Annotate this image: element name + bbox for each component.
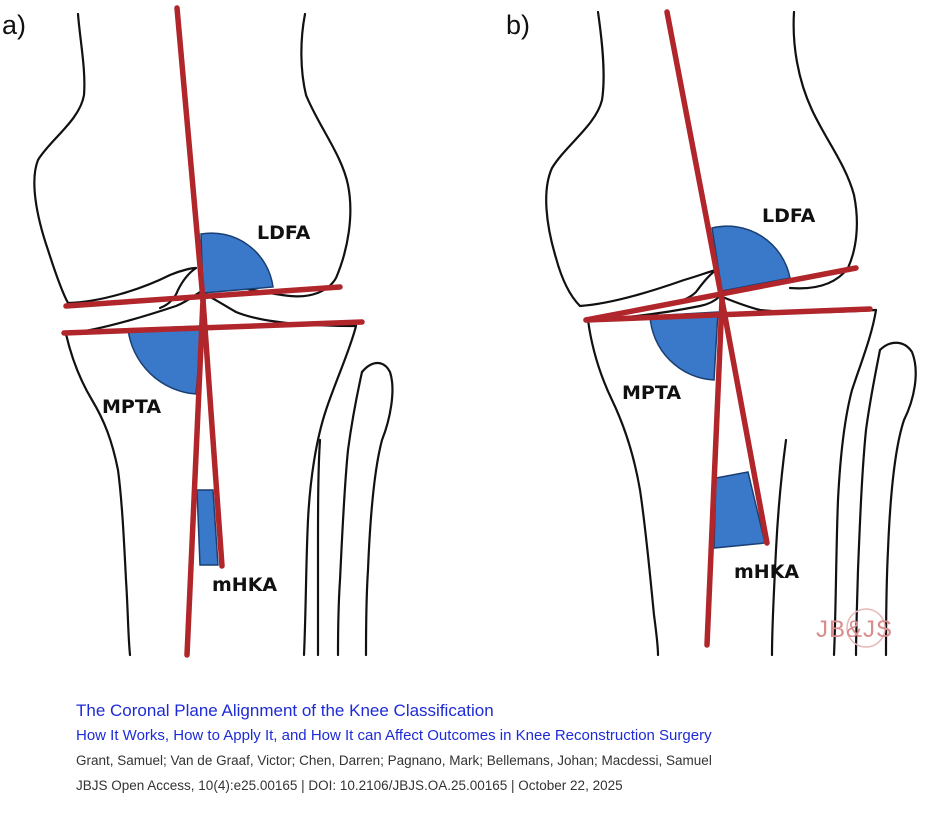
tibia-inner-b [770,438,788,657]
ldfa-angle-wedge-a [200,232,274,294]
hka-reference-line-a [200,297,225,569]
femur-outline-a [33,12,198,305]
tibial-mechanical-axis-b [704,297,725,648]
femur-condyle-notch-a [158,266,198,310]
mhka-label-b: mHKA [734,561,799,583]
tibial-mechanical-axis-a [184,297,206,658]
mpta-angle-wedge-b [649,311,719,381]
femur-outline-a-right [230,12,352,298]
article-source: JBJS Open Access, 10(4):e25.00165 | DOI:… [76,778,623,793]
panel-a-label: a) [2,10,26,40]
fibula-inner-a [336,370,364,657]
article-authors: Grant, Samuel; Van de Graaf, Victor; Che… [76,753,712,768]
panel-a: a) LDFA MPTA mHKA [2,5,394,658]
femoral-joint-line-a [63,284,343,309]
mpta-label-b: MPTA [622,382,681,404]
mpta-angle-wedge-a [127,325,203,395]
hka-reference-line-b [719,297,770,546]
knee-alignment-figure: a) LDFA MPTA mHKA b) [2,5,917,658]
panel-b: b) LDFA MPTA mHKA JB&JS [506,9,917,657]
fibula-inner-b [854,348,882,657]
mhka-label-a: mHKA [212,574,277,596]
tibia-outline-b-right [832,308,878,657]
tibia-outline-a [64,332,132,657]
mhka-angle-wedge-a [196,489,219,566]
ldfa-label-a: LDFA [257,222,311,244]
article-title[interactable]: The Coronal Plane Alignment of the Knee … [76,701,494,720]
ldfa-label-b: LDFA [762,205,816,227]
tibial-joint-line-a [61,319,365,336]
tibia-inner-a [316,438,322,657]
panel-b-label: b) [506,10,530,40]
femur-outline-b [545,10,718,308]
citation-block: The Coronal Plane Alignment of the Knee … [76,698,916,798]
tibial-joint-line-b [583,306,873,323]
jbjs-logo-text: JB&JS [816,616,893,643]
femur-outline-b-right [788,10,858,290]
femoral-mechanical-axis-a [174,5,206,303]
femoral-mechanical-axis-b [664,9,725,303]
article-subtitle[interactable]: How It Works, How to Apply It, and How I… [76,727,712,744]
fibula-outline-a [360,361,394,657]
fibula-outline-b [878,341,917,657]
femoral-joint-line-b [583,265,859,323]
tibia-outline-b [586,318,660,657]
ldfa-angle-wedge-b [711,225,791,292]
tibia-outline-a-right [302,324,358,657]
jbjs-logo: JB&JS [816,608,893,648]
mpta-label-a: MPTA [102,396,161,418]
